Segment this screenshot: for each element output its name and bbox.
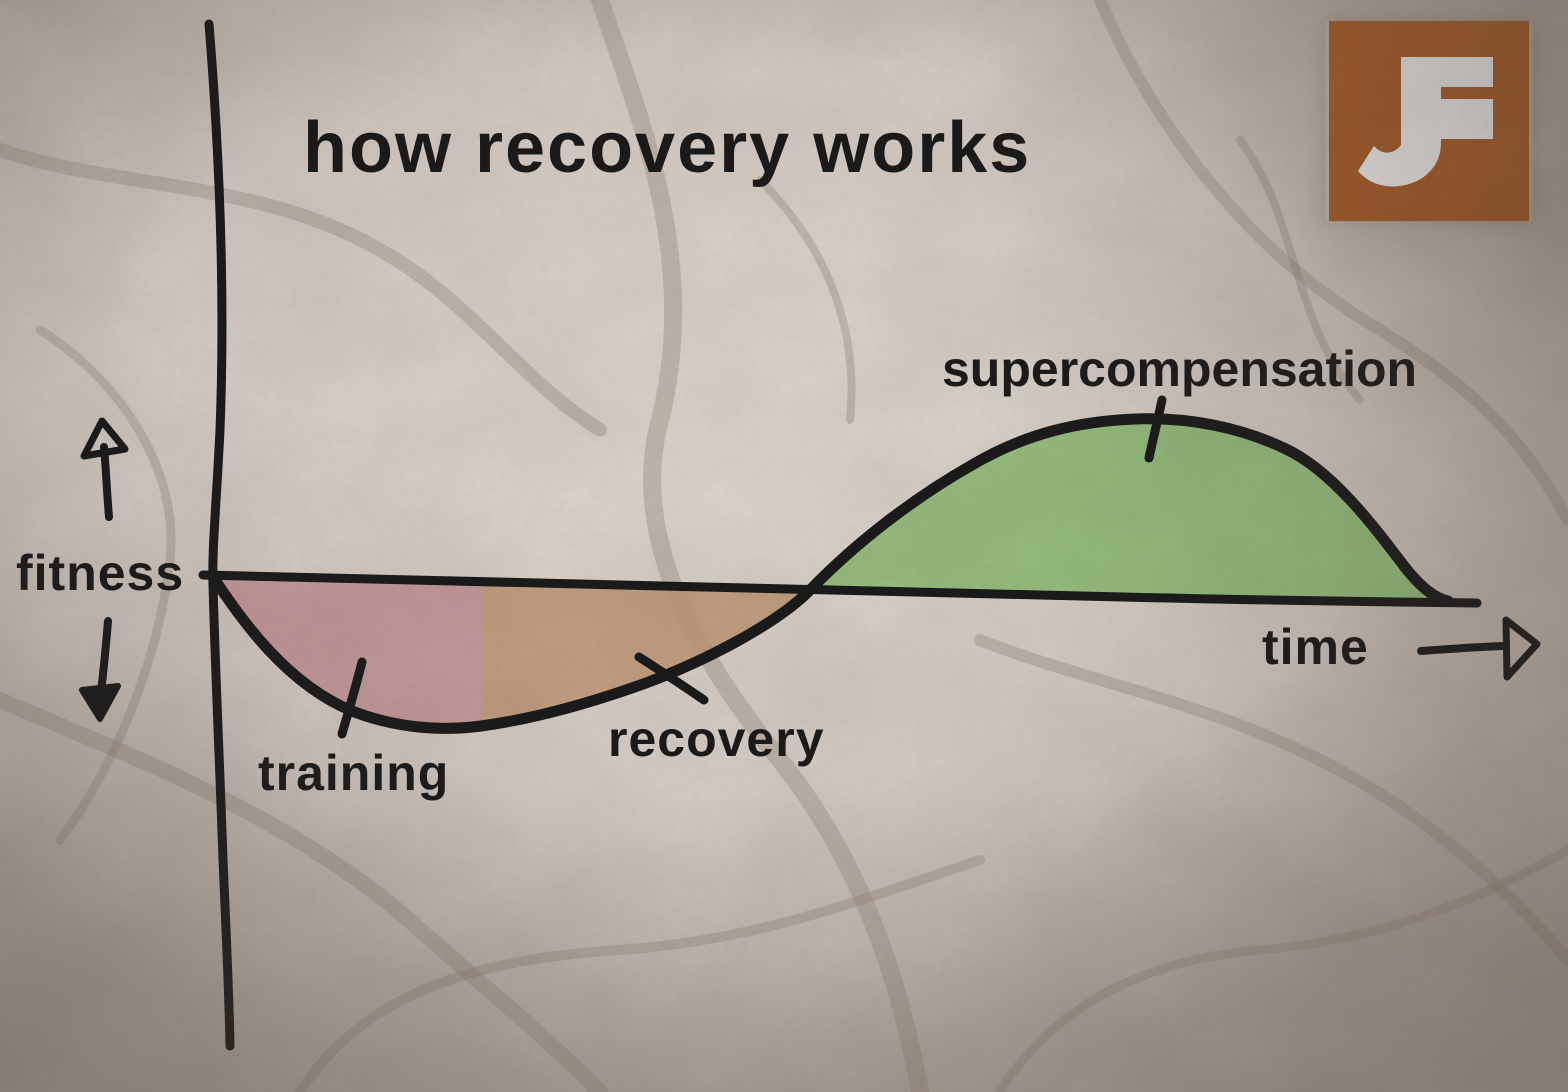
supercompensation-annotation: supercompensation [942,341,1418,397]
fitness-up-arrow-icon [80,417,129,521]
y-axis-line [204,19,235,1051]
jf-monogram-icon [1329,21,1529,221]
brand-logo [1325,21,1533,221]
recovery-annotation: recovery [608,711,825,767]
page-title: how recovery works [303,108,1032,188]
x-axis-label: time [1262,619,1369,675]
time-right-arrow-icon [1417,616,1541,681]
recovery-area [481,581,812,726]
y-axis-label: fitness [16,545,185,601]
training-annotation: training [258,745,450,801]
fitness-down-arrow-icon [79,617,121,722]
